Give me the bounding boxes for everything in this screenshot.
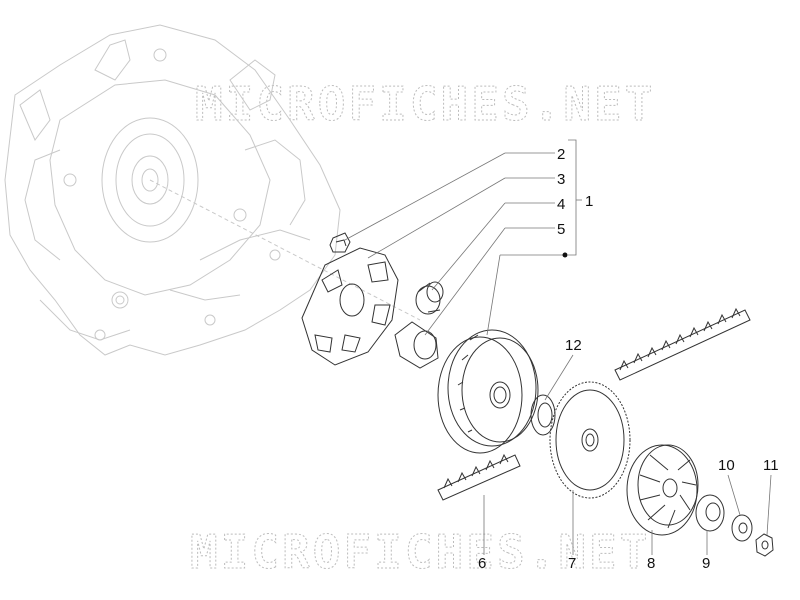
callout-1: 1 — [585, 193, 593, 210]
part-6-belt-upper — [614, 307, 751, 381]
callout-4: 4 — [557, 196, 565, 213]
watermark-top: MICROFICHES.NET — [195, 77, 655, 131]
part-5-bushing — [394, 321, 439, 369]
callout-8: 8 — [647, 555, 655, 572]
callout-10: 10 — [718, 457, 735, 474]
watermark-bottom: MICROFICHES.NET — [190, 525, 650, 579]
callout-3: 3 — [557, 171, 565, 188]
part-10-washer — [731, 514, 753, 542]
callout-9: 9 — [702, 555, 710, 572]
callout-2: 2 — [557, 146, 565, 163]
part-7-gear — [549, 381, 631, 499]
part-1-pulley — [437, 329, 539, 454]
callout-6: 6 — [478, 555, 486, 572]
part-group-bullet — [562, 252, 568, 258]
callout-7: 7 — [568, 555, 576, 572]
part-2-clip — [329, 232, 351, 253]
part-11-nut — [755, 533, 774, 557]
part-4-roller — [415, 281, 444, 315]
crankcase-drawing — [4, 24, 421, 356]
callout-12: 12 — [565, 337, 582, 354]
part-12-ring — [530, 394, 556, 436]
part-6-belt-lower — [437, 453, 521, 501]
part-8-fan-pulley — [626, 444, 699, 536]
callout-5: 5 — [557, 221, 565, 238]
part-3-ramp-plate — [301, 247, 399, 366]
leader-lines — [344, 139, 772, 555]
part-9-hub — [695, 494, 725, 532]
callout-11: 11 — [763, 457, 779, 474]
